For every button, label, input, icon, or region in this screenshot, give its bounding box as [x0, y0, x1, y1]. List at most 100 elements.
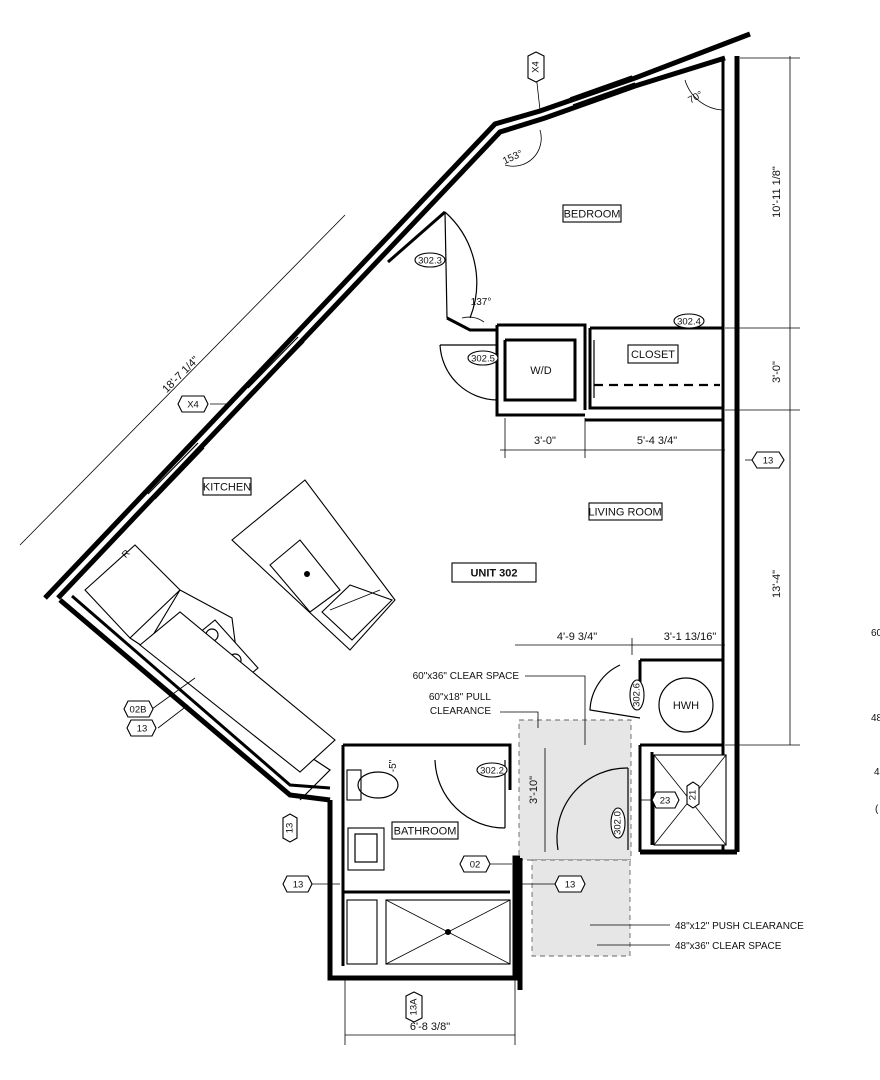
lower-left-wall [58, 598, 331, 803]
door-tag-302-2-shape [476, 762, 508, 778]
tags: X4 X4 13 02B 13 13 13 02 13 23 21 13A R [120, 51, 785, 1023]
bedroom-label-box [562, 204, 622, 223]
tag-13a-shape [405, 991, 423, 1023]
edge-fragment-3: 4 [874, 767, 880, 778]
bedroom-wall-angle [446, 316, 497, 332]
tag-13-kitchen-shape [126, 719, 157, 737]
angle-arc-70 [684, 79, 724, 111]
room-labels: BEDROOM CLOSET W/D KITCHEN LIVING ROOM U… [202, 204, 699, 840]
sink-counter [347, 827, 385, 871]
toilet-tank [346, 769, 362, 801]
tag-13-bath-left-shape [282, 875, 313, 893]
angle-arc-137 [461, 316, 485, 323]
dim-wd-width: 3'-0" [534, 435, 556, 447]
tag-23-shape [651, 791, 680, 809]
door-tag-302-6: 302.6 [632, 683, 643, 707]
bedroom-partition [387, 210, 446, 264]
angled-exterior-wall [43, 31, 751, 600]
bathroom-label-box [391, 821, 459, 840]
window-kitchen-1-sash [254, 341, 305, 393]
door-swings [434, 211, 641, 851]
windows [147, 75, 636, 500]
door-tag-302-3-shape [414, 252, 446, 268]
angle-70-label: 70° [686, 89, 705, 106]
note-pull-line1: 60"x18" PULL [429, 692, 492, 703]
interior-walls [387, 210, 723, 422]
dim-hwh-width: 3'-1 13/16" [664, 631, 717, 643]
living-room-label: LIVING ROOM [588, 507, 661, 519]
note-48x12: 48"x12" PUSH CLEARANCE [675, 921, 804, 932]
closet-label: CLOSET [631, 349, 675, 361]
note-48x36: 48"x36" CLEAR SPACE [675, 941, 782, 952]
tag-13a: 13A [409, 998, 420, 1016]
door-tag-302-0: 302.0 [613, 811, 624, 835]
tag-x4-left-shape [177, 395, 209, 413]
unit-label: UNIT 302 [470, 568, 517, 580]
door-tag-302-4: 302.4 [677, 317, 701, 328]
dim-right-top: 10'-11 1/8" [771, 166, 783, 218]
kitchen-label: KITCHEN [203, 482, 251, 494]
tag-13-bath-top-shape [282, 813, 298, 843]
edge-fragment-4: ( [875, 804, 879, 815]
dim-hall-width: 4'-9 3/4" [557, 631, 597, 643]
dim-closet-width: 5'-4 3/4" [637, 435, 677, 447]
toilet-bowl [357, 771, 399, 799]
hwh-label: HWH [673, 700, 699, 712]
exterior-walls [43, 31, 751, 990]
tag-13-kitchen: 13 [137, 724, 148, 735]
tag-13-right: 13 [763, 456, 774, 467]
door-tag-302-5-shape [467, 350, 499, 366]
dimension-lines [19, 56, 800, 1045]
diag-dim-line [19, 214, 346, 546]
angled-exterior-wall-inner [56, 55, 726, 600]
door-tag-302-3: 302.3 [418, 256, 442, 267]
clear-space-48x36 [531, 859, 631, 957]
base-counter [139, 611, 336, 773]
leader-02b [151, 677, 196, 710]
door-swing-302-6 [589, 664, 641, 719]
door-swing-302-2 [434, 759, 506, 829]
dim-bath-depth: 3'-10" [528, 776, 540, 804]
clear-space-60x36 [518, 719, 632, 861]
window-kitchen-2 [147, 442, 199, 495]
door-tag-302-0-shape [610, 807, 626, 839]
kitchen-casework [84, 479, 396, 801]
dim-toilet-offset: -5" [388, 759, 399, 772]
edge-fragment-1: 60 [871, 628, 880, 639]
wd-label: W/D [530, 365, 551, 377]
leader-13-kitchen [157, 704, 189, 729]
door-tag-302-5: 302.5 [471, 354, 495, 365]
door-leaf-302-3 [444, 211, 448, 319]
dim-bath-width: 6'-8 3/8" [410, 1021, 450, 1033]
tag-02b-shape [123, 700, 154, 718]
note-pull-line2: CLEARANCE [430, 706, 491, 717]
bathroom-label: BATHROOM [394, 826, 457, 838]
bathroom-top-wall [343, 743, 512, 790]
door-tag-302-6-shape [629, 679, 645, 711]
tag-13-bath-right: 13 [565, 880, 576, 891]
leader-60x36 [525, 675, 586, 745]
tag-x4-top: X4 [531, 61, 542, 73]
edge-fragment-2: 48 [871, 713, 880, 724]
tag-02: 02 [470, 860, 481, 871]
window-bedroom-sash [572, 82, 636, 106]
angle-137-label: 137° [471, 297, 492, 308]
tag-x4-top-shape [527, 51, 545, 83]
tag-23: 23 [660, 796, 671, 807]
tag-13-right-shape [751, 451, 785, 469]
door-swing-302-3 [444, 211, 478, 319]
sink-drain [304, 571, 310, 577]
kitchen-label-box [202, 477, 252, 496]
tag-13-bath-right-shape [554, 875, 586, 893]
tag-x4-left: X4 [187, 400, 199, 411]
window-kitchen-2-sash [154, 447, 205, 500]
closet-label-box [627, 344, 679, 364]
tag-02-shape [459, 855, 491, 873]
dishwasher [321, 584, 394, 641]
tag-21: 21 [688, 790, 699, 801]
unit-label-box [451, 562, 537, 583]
tag-13-bath-top: 13 [285, 823, 296, 834]
sink-basin [354, 833, 378, 863]
leader-60x18 [500, 711, 539, 728]
